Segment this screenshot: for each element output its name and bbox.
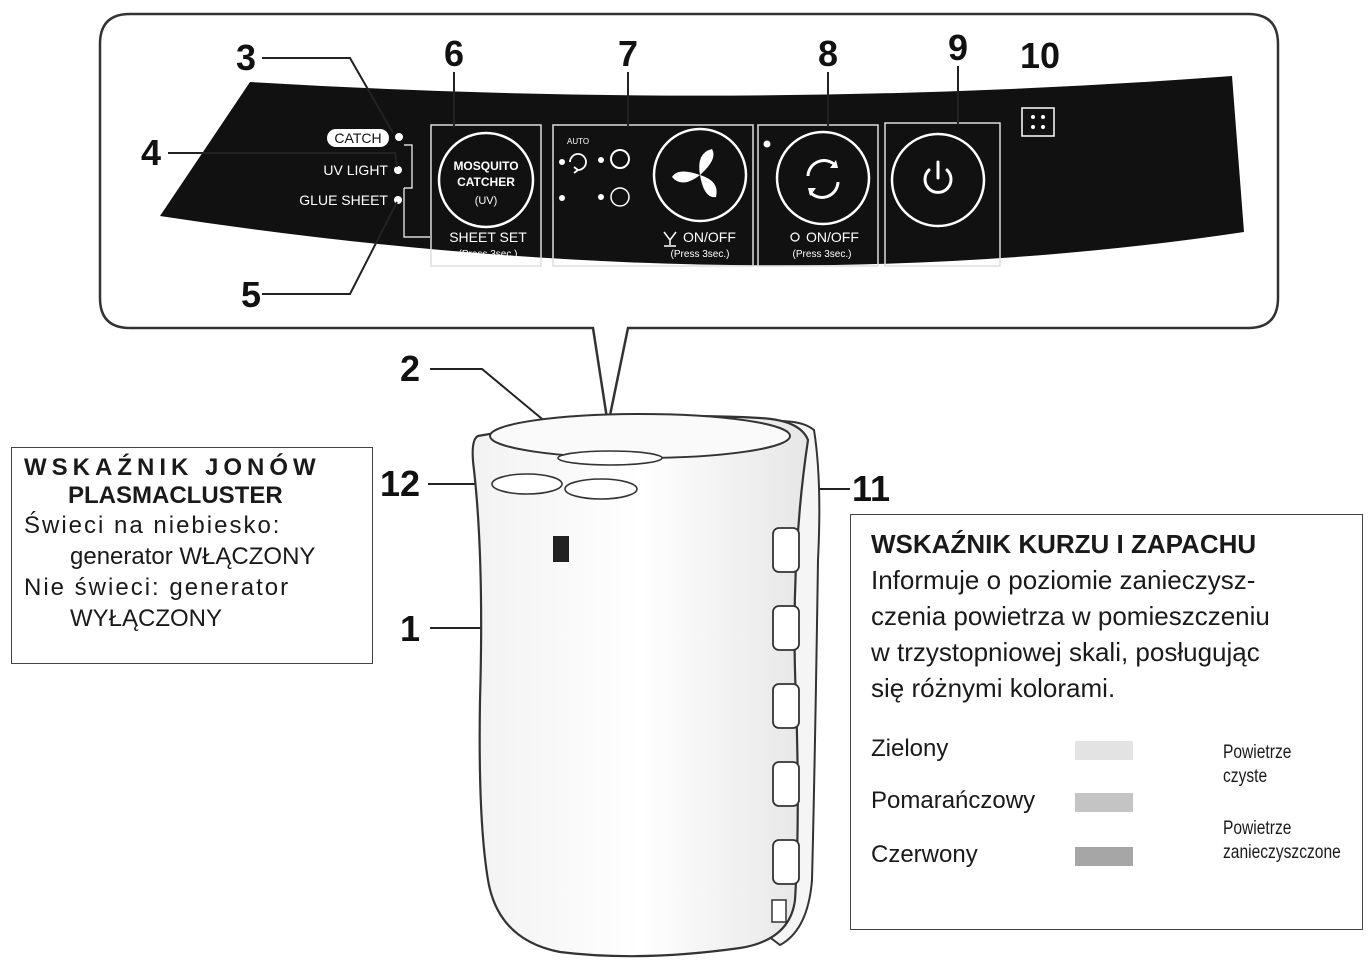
top-opening [489,413,791,459]
side-grips [772,527,800,885]
dust-odour-info-box: WSKAŹNIK KURZU I ZAPACHU Informuje o poz… [850,514,1363,930]
svg-text:(UV): (UV) [475,195,498,207]
level-swatch-red [1075,847,1133,866]
glue-sheet-indicator-dot [394,196,402,204]
dust-box-desc-4: się różnymi kolorami. [871,673,1116,703]
svg-text:MOSQUITO: MOSQUITO [453,159,518,173]
power-icon [923,160,953,194]
mosquito-catcher-frame [430,124,542,267]
level-swatch-green [1075,741,1133,760]
dust-box-desc-2: czenia powietrza w pomieszczeniu [871,601,1270,631]
ion-box-line-4: WYŁĄCZONY [70,605,223,632]
high-fan-dot [598,157,604,163]
light-indicator-dot [763,140,771,148]
polluted-air-label: Powietrze zanieczyszczone [1223,818,1341,863]
catch-indicator-dot [395,133,403,141]
plasmacluster-icon [663,231,677,247]
fan-mode-frame [552,124,754,267]
level-swatch-orange [1075,793,1133,812]
callout-5: 5 [241,274,261,315]
plasmacluster-info-box: WSKAŹNIK JONÓW PLASMACLUSTER Świeci na n… [11,447,373,664]
dust-box-desc-1: Informuje o poziomie zanieczysz- [871,565,1256,595]
dust-odour-icon [728,282,746,300]
dust-box-desc-3: w trzystopniowej skali, posługując [871,637,1260,667]
light-sun-icon [790,232,800,242]
level-label-orange: Pomarańczowy [871,787,1036,814]
auto-dot [559,159,565,165]
ion-onoff-label: ON/OFF [683,229,736,245]
ion-box-line-2: generator WŁĄCZONY [70,543,316,570]
power-button[interactable] [890,132,986,228]
callout-9: 9 [948,27,968,68]
child-lock-icon [1031,115,1045,129]
auto-swirl-icon [569,153,587,174]
mosquito-catcher-button[interactable]: MOSQUITO CATCHER (UV) [437,131,535,229]
uv-light-indicator-dot [394,166,402,174]
callout-8: 8 [818,33,838,74]
ion-box-title-1: WSKAŹNIK JONÓW [24,454,321,481]
indicator-bracket [403,144,430,238]
dust-odour-indicator-light [564,478,638,500]
callout-4: 4 [141,132,161,173]
fan-icon [672,149,717,198]
ion-box-title-2: PLASMACLUSTER [68,482,283,509]
purifier-front [471,415,810,958]
callout-1: 1 [400,608,420,649]
brand-logo [553,536,569,562]
plasmacluster-sign-label: PLASMACLUSTER SIGN [532,287,658,299]
light-button[interactable] [775,130,871,226]
level-label-green: Zielony [871,735,949,762]
air-purifier [471,413,821,958]
high-fan-icon [610,149,630,169]
dust-box-title: WSKAŹNIK KURZU I ZAPACHU [871,529,1257,559]
uv-light-label: UV LIGHT [323,162,388,178]
level-label-red: Czerwony [871,841,978,868]
night-dot [559,195,565,201]
callout-6: 6 [444,33,464,74]
light-onoff-label: ON/OFF [806,229,859,245]
plasmacluster-indicator-light [491,473,563,495]
child-lock-indicator [1021,107,1055,137]
light-press-hint: (Press 3sec.) [793,249,852,260]
auto-label: AUTO [567,137,589,146]
ion-box-line-3: Nie świeci: generator [24,574,291,601]
glue-sheet-label: GLUE SHEET [299,192,388,208]
callout-12: 12 [380,463,420,504]
callout-10: 10 [1020,35,1060,76]
power-frame [884,122,1001,267]
ion-press-hint: (Press 3sec.) [671,249,730,260]
callout-2: 2 [400,348,420,389]
low-fan-dot [598,194,604,200]
light-frame [757,124,879,267]
callout-7: 7 [618,33,638,74]
dust-odour-sign-label: DUST AND ODOUR SIGN [752,286,881,298]
svg-text:CATCHER: CATCHER [457,175,515,189]
callout-11: 11 [852,468,890,509]
catch-badge [327,129,389,147]
low-fan-icon [610,187,630,207]
sheet-set-press-hint: (Press 3sec.) [459,249,518,260]
fan-button[interactable] [652,127,748,223]
ion-box-line-1: Świeci na niebiesko: [24,512,282,539]
rotate-icon [806,159,840,199]
clean-air-label: Powietrze czyste [1223,742,1292,787]
sheet-set-label: SHEET SET [449,229,527,245]
callout-3: 3 [236,37,256,78]
catch-label: CATCH [334,130,381,146]
